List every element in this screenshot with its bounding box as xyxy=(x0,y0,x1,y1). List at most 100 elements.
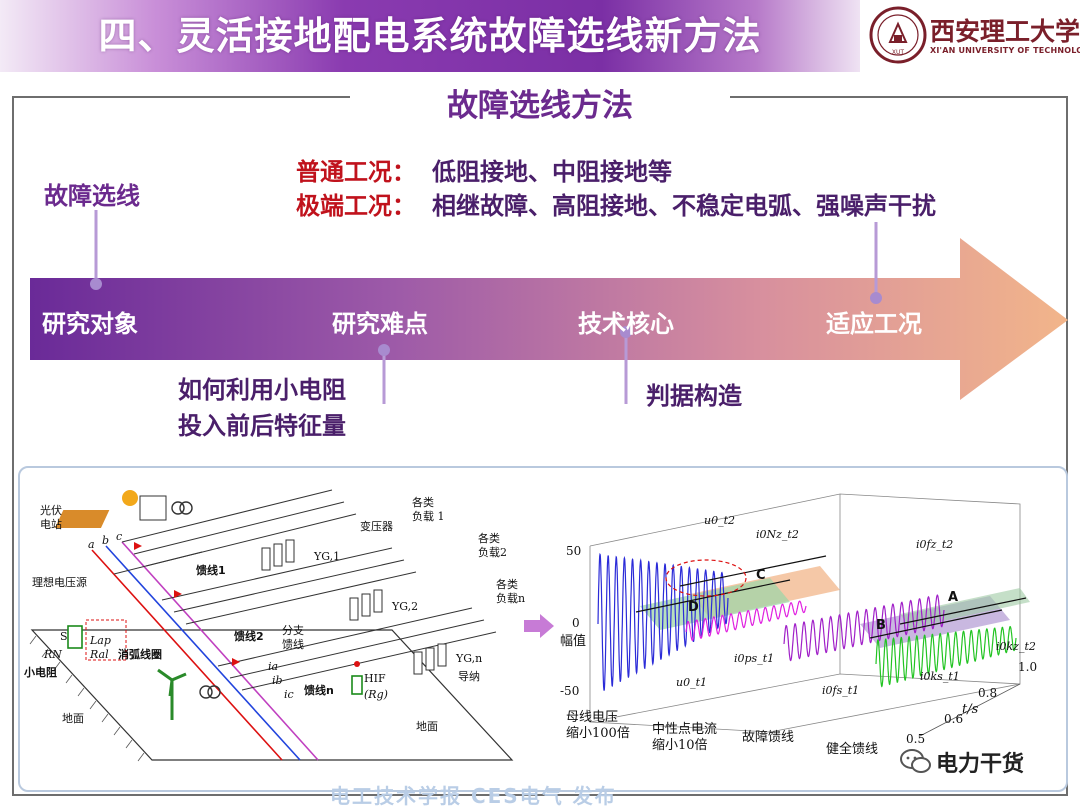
inverter-icon xyxy=(139,495,167,521)
hif-resistor-icon xyxy=(351,675,363,695)
load2-label-2: 负载2 xyxy=(478,546,507,559)
page-title: 四、灵活接地配电系统故障选线新方法 xyxy=(98,14,762,58)
arc-coil-icon xyxy=(67,625,83,649)
ral-label: Ral xyxy=(90,648,109,661)
publisher-watermark: 电工技术学报 CES电气 发布 xyxy=(330,784,617,808)
transformer-label: 变压器 xyxy=(360,520,393,533)
phase-b-label: b xyxy=(102,534,110,547)
section-title: 故障选线方法 xyxy=(447,88,633,124)
cat-healthy-feeder: 健全馈线 xyxy=(826,742,879,757)
rg-label: (Rg) xyxy=(364,688,388,701)
region-c-label: C xyxy=(756,568,766,583)
frame-gap xyxy=(350,88,730,108)
hif-label: HIF xyxy=(364,672,386,685)
arrow-shape xyxy=(30,238,1068,400)
phase-a-label: a xyxy=(88,538,95,551)
connector-dot-core xyxy=(620,326,632,338)
feeder-lines xyxy=(113,489,497,691)
wind-turbine-icon xyxy=(157,668,187,720)
t-tick-2: 0.8 xyxy=(978,686,998,700)
ground-right-label: 地面 xyxy=(416,720,438,733)
cat-neutral-current-1: 中性点电流 xyxy=(652,722,718,737)
loadn-label-2: 负载n xyxy=(496,592,526,605)
lap-label: Lap xyxy=(90,634,111,647)
wechat-account-label: 电力干货 xyxy=(936,752,1025,777)
ann-u0-t1: u0_t1 xyxy=(676,676,708,689)
ann-i0ps-t1: i0ps_t1 xyxy=(734,652,775,665)
waveform-3d-plot xyxy=(589,493,1030,737)
bus-c xyxy=(121,541,319,761)
load1-label-1: 各类 xyxy=(412,496,434,509)
distribution-network-schematic xyxy=(29,489,514,762)
difficulty-line-2: 投入前后特征量 xyxy=(178,412,346,440)
ground-left-label: 地面 xyxy=(62,712,84,725)
connector-dot-topic xyxy=(90,278,102,290)
t-tick-1: 1.0 xyxy=(1018,660,1038,674)
sun-icon xyxy=(122,490,138,506)
feedern-label: 馈线n xyxy=(304,684,334,697)
switch-s-label: S xyxy=(60,630,68,643)
rn-label: RN xyxy=(44,648,62,661)
cat-bus-voltage-1: 母线电压 xyxy=(566,710,619,725)
load1-label-2: 负载 1 xyxy=(412,510,445,523)
region-a-plane xyxy=(900,588,1030,628)
pv-panel-icon xyxy=(54,510,110,528)
t-axis-line xyxy=(919,683,1021,737)
yg2-label: YG,2 xyxy=(392,600,419,613)
ground-hatch xyxy=(29,635,145,762)
fault-point-icon xyxy=(354,661,360,667)
timeline-arrow xyxy=(30,210,1068,404)
transformer-wind-icon xyxy=(199,685,213,699)
wechat-icon xyxy=(900,749,931,773)
ann-i0fz-t2: i0fz_t2 xyxy=(916,538,954,551)
region-d-plane xyxy=(640,578,790,630)
feeder1-label: 馈线1 xyxy=(196,564,226,577)
cat-neutral-current-2: 缩小10倍 xyxy=(652,738,708,753)
y-axis-label: 幅值 xyxy=(560,634,587,649)
university-name-en: XI'AN UNIVERSITY OF TECHNOLOGY xyxy=(930,46,1080,55)
feeder-arrows xyxy=(134,542,240,666)
current-b-label: ib xyxy=(272,674,283,687)
core-text: 判据构造 xyxy=(646,382,742,410)
highlight-ellipse xyxy=(665,559,747,597)
y-tick-50: 50 xyxy=(566,544,582,558)
current-c-label: ic xyxy=(284,688,294,701)
arrow-label-difficulty: 研究难点 xyxy=(332,310,428,338)
region-a-label: A xyxy=(948,590,959,605)
y-tick-0: 0 xyxy=(572,616,580,630)
arrow-label-core: 技术核心 xyxy=(578,310,674,338)
difficulty-line-1: 如何利用小电阻 xyxy=(178,376,346,404)
transformer-pv-icon xyxy=(171,501,185,515)
pv-station-label-2: 电站 xyxy=(40,518,62,531)
y-tick-neg50: -50 xyxy=(560,684,580,698)
seal-icon: XUT xyxy=(869,6,927,64)
normal-condition-text: 低阻接地、中阻接地等 xyxy=(432,158,672,186)
ann-i0kz-t2: i0kz_t2 xyxy=(996,640,1036,653)
branch-label-2: 馈线 xyxy=(282,638,304,651)
cat-faulted-feeder: 故障馈线 xyxy=(742,730,795,745)
ann-i0nz-t2: i0Nz_t2 xyxy=(756,528,799,541)
ideal-source-label: 理想电压源 xyxy=(32,576,87,589)
bus-b xyxy=(105,545,301,761)
ygn-label: YG,n xyxy=(456,652,483,665)
faulted-feeder-waveform xyxy=(783,594,945,662)
phase-c-label: c xyxy=(116,530,123,543)
region-d-label: D xyxy=(688,600,699,615)
normal-condition-label: 普通工况： xyxy=(296,158,416,186)
title-bar xyxy=(0,0,860,72)
connector-dot-condition xyxy=(870,292,882,304)
conductance-label: 导纳 xyxy=(458,670,480,683)
university-logo: XUT xyxy=(868,4,1076,66)
arrow-label-object: 研究对象 xyxy=(42,310,138,338)
extreme-condition-text: 相继故障、高阻接地、不稳定电弧、强噪声干扰 xyxy=(432,192,936,220)
topic-label: 故障选线 xyxy=(44,182,140,210)
yg1-label: YG,1 xyxy=(314,550,341,563)
ann-u0-t2: u0_t2 xyxy=(704,514,736,527)
feeder2-label: 馈线2 xyxy=(234,630,264,643)
arc-coil-label: 消弧线圈 xyxy=(118,648,162,661)
ground-plane xyxy=(30,629,514,761)
current-a-label: ia xyxy=(268,660,279,673)
waveform-group xyxy=(597,552,1017,691)
branch-label-1: 分支 xyxy=(282,624,304,637)
t-tick-4: 0.5 xyxy=(906,732,926,746)
